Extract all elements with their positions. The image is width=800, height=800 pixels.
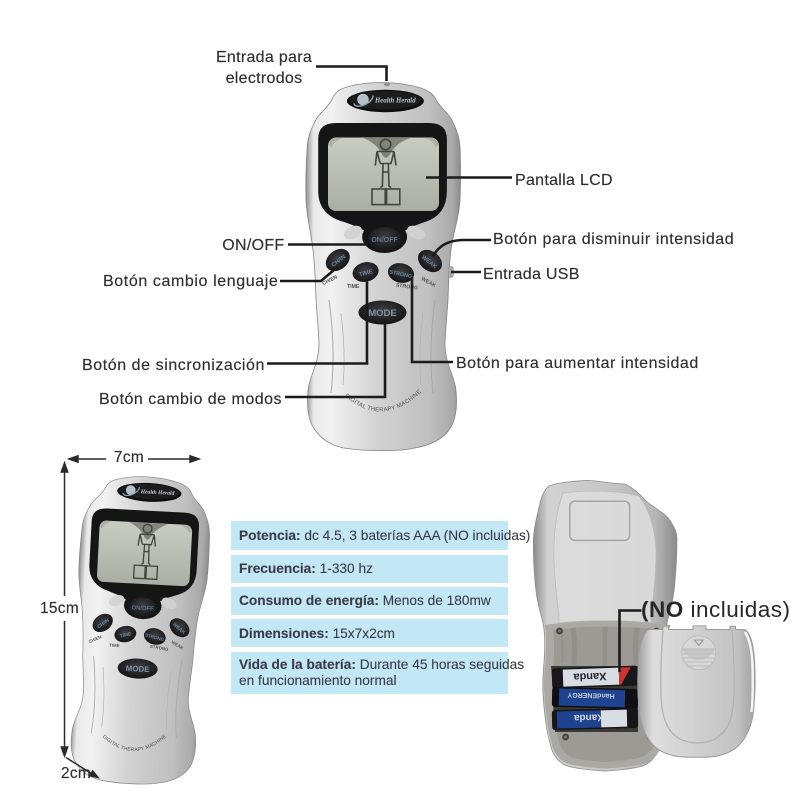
svg-text:Xanda: Xanda	[572, 670, 606, 683]
svg-text:Xanda: Xanda	[573, 711, 604, 723]
svg-text:HandENERGY: HandENERGY	[567, 691, 615, 699]
